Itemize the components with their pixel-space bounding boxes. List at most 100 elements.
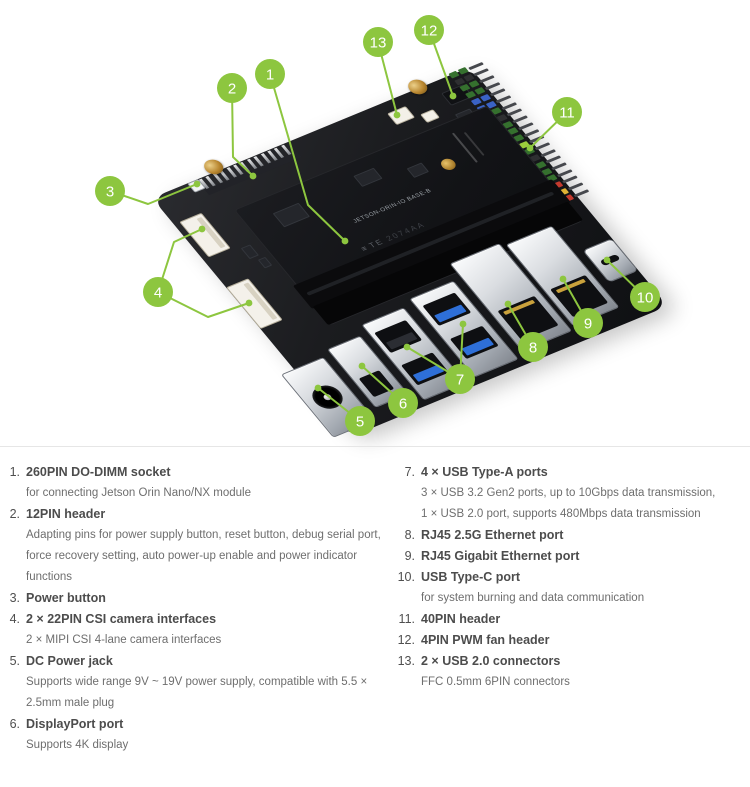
- legend-item-desc: 3 × USB 3.2 Gen2 ports, up to 10Gbps dat…: [421, 487, 716, 499]
- legend-item-desc: functions: [26, 571, 73, 583]
- legend-item-title: RJ45 Gigabit Ethernet port: [421, 549, 580, 563]
- legend-item-number: 12.: [397, 633, 415, 647]
- legend-item-number: 2.: [9, 507, 20, 521]
- legend-item-number: 6.: [9, 717, 20, 731]
- standoff: [404, 77, 432, 97]
- legend-item: 7. 4 × USB Type-A ports: [396, 462, 748, 483]
- csi-connector: [179, 212, 231, 258]
- legend-item-desc: Supports wide range 9V ~ 19V power suppl…: [26, 676, 368, 688]
- gpio-pin-stub: [567, 182, 584, 191]
- usb2-ffc-connector: [387, 105, 416, 126]
- legend-item: 1.260PIN DO-DIMM socket: [6, 462, 398, 483]
- gpio-pin-stub: [534, 142, 551, 151]
- legend-desc-line: FFC 0.5mm 6PIN connectors: [396, 672, 748, 693]
- gpio-pin: [463, 73, 475, 82]
- svg-text:4: 4: [154, 285, 162, 302]
- legend-item-desc: Supports 4K display: [26, 739, 129, 751]
- legend-item-number: 4.: [9, 612, 20, 626]
- gpio-pin-stub: [540, 148, 556, 157]
- legend-item-title: USB Type-C port: [421, 570, 521, 584]
- legend-item-title: DisplayPort port: [26, 717, 124, 731]
- legend-item-title: DC Power jack: [26, 654, 113, 668]
- legend-item: 6. DisplayPort port: [6, 714, 398, 735]
- legend-item-number: 3.: [9, 591, 20, 605]
- legend-item-desc: for system burning and data communicatio…: [421, 592, 645, 604]
- svg-text:13: 13: [370, 35, 387, 52]
- legend-item: 5. DC Power jack: [6, 651, 398, 672]
- legend-desc-line: functions: [6, 567, 398, 588]
- legend-item-number: 5.: [9, 654, 20, 668]
- legend-right-column: 7. 4 × USB Type-A ports 3 × USB 3.2 Gen2 p…: [396, 462, 748, 693]
- legend-desc-line: Adapting pins for power supply button, r…: [6, 525, 398, 546]
- legend-item-title: 2 × 22PIN CSI camera interfaces: [26, 612, 217, 626]
- legend-desc-line: 2 × MIPI CSI 4-lane camera interfaces: [6, 630, 398, 651]
- module-screw: [438, 156, 459, 172]
- legend-item-number: 8.: [404, 528, 415, 542]
- gpio-pin-stub: [556, 168, 573, 178]
- svg-text:3: 3: [106, 184, 114, 201]
- svg-text:12: 12: [421, 23, 438, 40]
- legend-item-title: 4PIN PWM fan header: [421, 633, 550, 647]
- legend-desc-line: force recovery setting, auto power-up en…: [6, 546, 398, 567]
- gpio-pin-stub: [523, 128, 540, 137]
- gpio-pin-stub: [573, 189, 590, 198]
- module-label: JETSON-ORIN-IO BASE-B: [352, 188, 434, 225]
- svg-text:2: 2: [228, 81, 236, 98]
- legend-item: 3.Power button: [6, 588, 398, 609]
- gpio-pin: [468, 80, 480, 89]
- gpio-pin-stub: [495, 95, 512, 104]
- carrier-board: JETSON-ORIN-IO BASE-B ≡TE 2074AA: [152, 61, 668, 438]
- legend-item: 10. USB Type-C port: [396, 567, 748, 588]
- legend-item-number: 10.: [397, 570, 415, 584]
- legend-item-desc: for connecting Jetson Orin Nano/NX modul…: [26, 487, 252, 499]
- gpio-pin: [479, 93, 492, 102]
- silkscreen: [451, 132, 478, 163]
- legend-item-desc: 1 × USB 2.0 port, supports 480Mbps data …: [421, 508, 701, 520]
- gpio-pin-stub: [545, 155, 562, 164]
- legend-desc-line: 2.5mm male plug: [6, 693, 398, 714]
- legend-item-title: 40PIN header: [421, 612, 501, 626]
- legend-desc-line: Supports 4K display: [6, 735, 398, 756]
- legend-desc-line: Supports wide range 9V ~ 19V power suppl…: [6, 672, 398, 693]
- legend-left-column: 1.260PIN DO-DIMM socket for connecting Je…: [6, 462, 398, 756]
- legend-desc-line: for system burning and data communicatio…: [396, 588, 748, 609]
- gpio-pin-stub: [551, 162, 567, 171]
- legend-desc-line: 3 × USB 3.2 Gen2 ports, up to 10Gbps dat…: [396, 483, 748, 504]
- legend-item-number: 9.: [404, 549, 415, 563]
- legend-desc-line: 1 × USB 2.0 port, supports 480Mbps data …: [396, 504, 748, 525]
- gpio-pin: [457, 66, 469, 75]
- legend-item: 11. 40PIN header: [396, 609, 748, 630]
- gpio-pin-stub: [512, 115, 529, 124]
- legend-item: 2. 12PIN header: [6, 504, 398, 525]
- gpio-pin: [470, 97, 482, 106]
- legend-item-number: 13.: [397, 654, 415, 668]
- legend-item-desc: force recovery setting, auto power-up en…: [26, 550, 358, 562]
- gpio-pin-stub: [478, 75, 495, 84]
- legend-item-desc: 2 × MIPI CSI 4-lane camera interfaces: [26, 634, 222, 646]
- legend-item: 8.RJ45 2.5G Ethernet port: [396, 525, 748, 546]
- usb2-ffc-connector: [420, 109, 441, 123]
- legend-item-title: 4 × USB Type-A ports: [421, 465, 548, 479]
- csi-connector: [226, 278, 283, 330]
- gpio-pin-stub: [473, 68, 490, 77]
- gpio-pin-stub: [528, 135, 545, 144]
- legend-item-number: 11.: [398, 612, 415, 626]
- legend-item-title: 2 × USB 2.0 connectors: [421, 654, 561, 668]
- gpio-pin-stub: [490, 88, 506, 97]
- legend-item: 12. 4PIN PWM fan header: [396, 630, 748, 651]
- gpio-pin-stub: [467, 61, 484, 70]
- gpio-pin: [448, 70, 460, 79]
- legend-item-number: 7.: [404, 465, 415, 479]
- gpio-pin-stub: [506, 108, 523, 117]
- legend-item-desc: FFC 0.5mm 6PIN connectors: [421, 676, 570, 688]
- gpio-pin-stub: [517, 122, 534, 131]
- legend-item-desc: Adapting pins for power supply button, r…: [26, 529, 381, 541]
- legend-divider: [0, 446, 750, 447]
- csi-latch: [243, 282, 278, 320]
- legend-item-title: 12PIN header: [26, 507, 106, 521]
- gpio-pin: [453, 77, 466, 86]
- gpio-pin-stub: [501, 101, 517, 110]
- gpio-pin-stub: [484, 81, 501, 90]
- legend-item: 9. RJ45 Gigabit Ethernet port: [396, 546, 748, 567]
